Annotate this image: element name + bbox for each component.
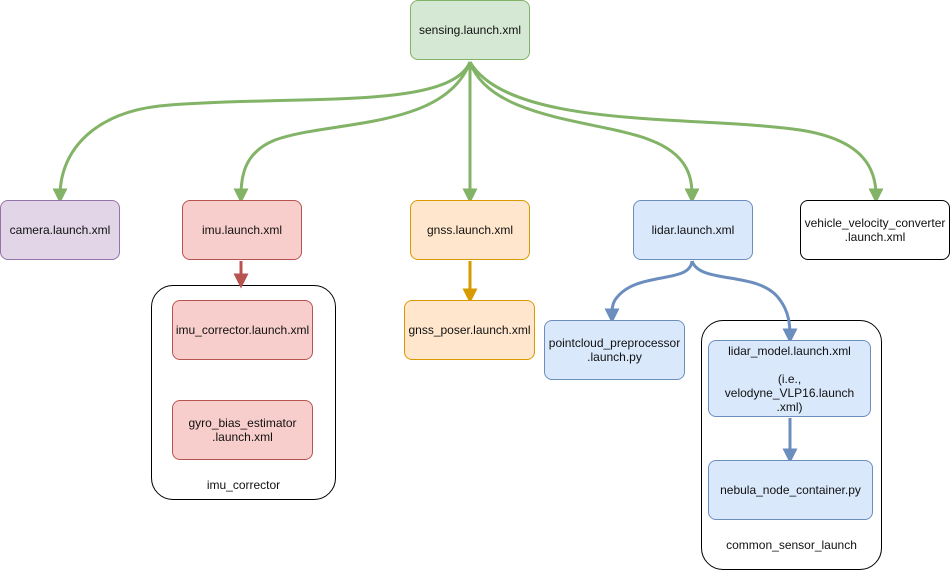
edge-lidar-pointcloud — [604, 260, 694, 324]
node-lidar-model-launch-label: lidar_model.launch.xml (i.e., velodyne_V… — [724, 343, 855, 414]
node-vehicle-velocity-launch-label: vehicle_velocity_converter .launch.xml — [804, 216, 946, 244]
node-lidar-model-launch[interactable]: lidar_model.launch.xml (i.e., velodyne_V… — [708, 340, 871, 417]
node-sensing-launch[interactable]: sensing.launch.xml — [410, 0, 530, 60]
node-imu-corrector-launch[interactable]: imu_corrector.launch.xml — [172, 300, 313, 360]
node-imu-launch[interactable]: imu.launch.xml — [182, 200, 302, 260]
imu-corrector-group-label: imu_corrector — [206, 478, 281, 492]
common-sensor-launch-group-label: common_sensor_launch — [726, 538, 857, 552]
node-gyro-bias-estimator-launch[interactable]: gyro_bias_estimator .launch.xml — [172, 400, 313, 460]
node-gnss-poser-launch[interactable]: gnss_poser.launch.xml — [404, 300, 535, 360]
node-lidar-launch-label: lidar.launch.xml — [651, 223, 735, 237]
node-lidar-launch[interactable]: lidar.launch.xml — [633, 200, 753, 260]
node-nebula-node-container-label: nebula_node_container.py — [720, 483, 861, 497]
node-camera-launch-label: camera.launch.xml — [9, 223, 111, 237]
node-gnss-launch[interactable]: gnss.launch.xml — [410, 200, 530, 260]
edge-sensing-vehicle — [468, 61, 884, 204]
edge-sensing-lidar — [468, 61, 700, 204]
edge-sensing-camera — [52, 61, 472, 204]
node-gyro-bias-estimator-launch-label: gyro_bias_estimator .launch.xml — [188, 416, 297, 444]
node-camera-launch[interactable]: camera.launch.xml — [0, 200, 120, 260]
node-pointcloud-preprocessor-launch-label: pointcloud_preprocessor .launch.py — [548, 336, 681, 364]
edge-sensing-imu — [233, 61, 472, 204]
node-gnss-poser-launch-label: gnss_poser.launch.xml — [408, 323, 531, 337]
node-gnss-launch-label: gnss.launch.xml — [426, 223, 514, 237]
node-imu-launch-label: imu.launch.xml — [201, 223, 283, 237]
edge-lidar-model — [690, 260, 798, 344]
node-sensing-launch-label: sensing.launch.xml — [418, 23, 522, 37]
node-nebula-node-container[interactable]: nebula_node_container.py — [708, 460, 873, 520]
node-pointcloud-preprocessor-launch[interactable]: pointcloud_preprocessor .launch.py — [544, 320, 685, 380]
node-vehicle-velocity-launch[interactable]: vehicle_velocity_converter .launch.xml — [800, 200, 950, 260]
node-imu-corrector-launch-label: imu_corrector.launch.xml — [175, 323, 310, 337]
